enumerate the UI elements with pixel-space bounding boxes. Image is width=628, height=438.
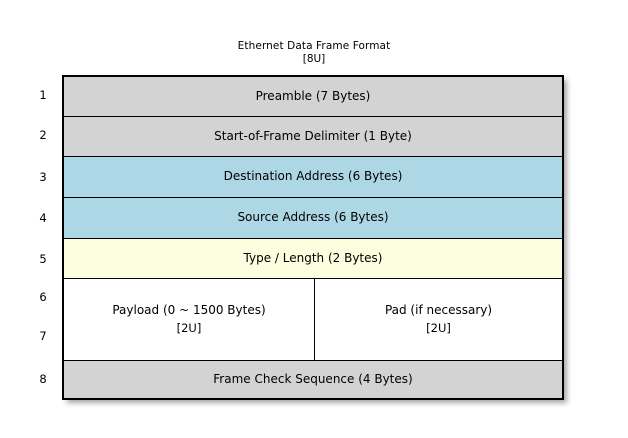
row-number-3: 3: [39, 170, 47, 184]
frame-field-label: Source Address (6 Bytes): [237, 210, 389, 225]
frame-field-destination-address: Destination Address (6 Bytes): [64, 157, 562, 198]
frame-field-payload: Payload (0 ~ 1500 Bytes)[2U]: [64, 279, 315, 360]
frame-field-label-pad-sub: [2U]: [426, 320, 451, 335]
frame-field-label-payload-sub: [2U]: [176, 320, 202, 335]
diagram-title-block: Ethernet Data Frame Format [8U]: [0, 40, 628, 66]
frame-field-label: Preamble (7 Bytes): [255, 88, 371, 103]
page-title: Ethernet Data Frame Format: [237, 40, 391, 52]
row-number-gutter: 1 2 3 4 5 6 7 8: [30, 75, 56, 400]
frame-field-source-address: Source Address (6 Bytes): [64, 198, 562, 239]
frame-field-frame-check-sequence: Frame Check Sequence (4 Bytes): [64, 361, 562, 398]
row-number-6: 6: [39, 290, 47, 304]
frame-field-label: Start-of-Frame Delimiter (1 Byte): [214, 128, 412, 143]
ethernet-frame-table: Preamble (7 Bytes) Start-of-Frame Delimi…: [62, 75, 564, 400]
frame-field-label: Destination Address (6 Bytes): [223, 169, 403, 184]
frame-field-preamble: Preamble (7 Bytes): [64, 77, 562, 117]
frame-field-label: Type / Length (2 Bytes): [243, 250, 383, 265]
row-number-7: 7: [39, 329, 47, 343]
frame-field-label: Frame Check Sequence (4 Bytes): [213, 371, 413, 386]
page-title-sublabel: [8U]: [302, 53, 326, 66]
frame-field-type-length: Type / Length (2 Bytes): [64, 239, 562, 279]
frame-field-payload-pad-row: Payload (0 ~ 1500 Bytes)[2U] Pad (if nec…: [64, 279, 562, 361]
frame-field-label-pad: Pad (if necessary)[2U]: [384, 303, 493, 335]
row-number-4: 4: [39, 211, 47, 225]
frame-field-label-payload: Payload (0 ~ 1500 Bytes)[2U]: [112, 303, 266, 335]
row-number-5: 5: [39, 252, 47, 266]
row-number-2: 2: [39, 128, 47, 142]
frame-field-pad: Pad (if necessary)[2U]: [315, 279, 562, 360]
row-number-8: 8: [39, 372, 47, 386]
frame-field-start-of-frame-delimiter: Start-of-Frame Delimiter (1 Byte): [64, 117, 562, 157]
row-number-1: 1: [39, 88, 47, 102]
